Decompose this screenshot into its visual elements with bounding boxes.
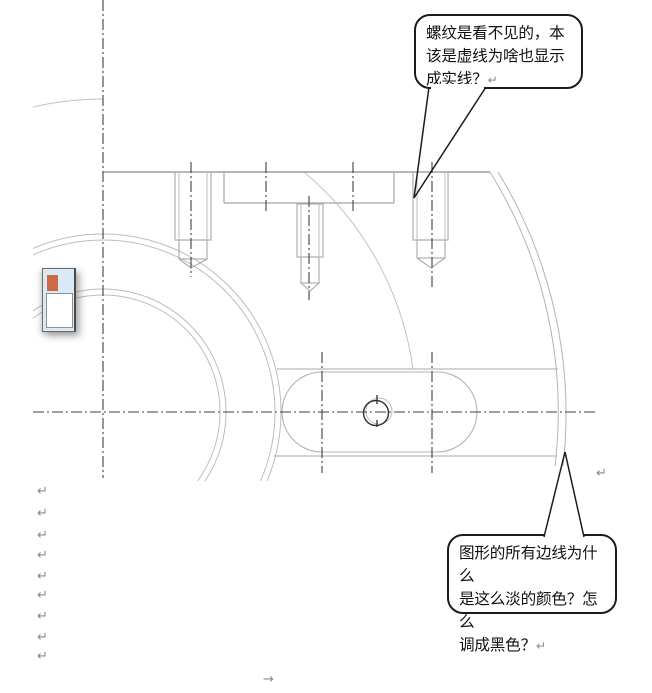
icon-accent-block [47,275,58,291]
paragraph-mark: ↵ [37,630,48,645]
callout-color-question[interactable]: 图形的所有边线为什么 是这么淡的颜色？怎么 调成黑色？↵ [447,534,617,654]
callout-thread-question[interactable]: 螺纹是看不见的，本 该是虚线为啥也显示 成实线？↵ [414,14,583,89]
return-mark: ↵ [535,639,547,653]
outer-edge-arc-pair [489,171,567,467]
tab-mark: → [263,672,274,687]
paragraph-mark: ↵ [37,649,48,664]
return-mark: ↵ [487,73,498,87]
callout-thread-text: 螺纹是看不见的，本 该是虚线为啥也显示 成实线？ [426,24,565,88]
paragraph-mark: ↵ [596,466,607,481]
callout-color-text: 图形的所有边线为什么 是这么淡的颜色？怎么 调成黑色？ [459,544,598,654]
paragraph-mark: ↵ [37,609,48,624]
bolt-right [412,171,449,269]
paragraph-mark: ↵ [37,548,48,563]
mount-block [223,173,395,204]
slot-outline [281,371,478,453]
paragraph-mark: ↵ [37,588,48,603]
floating-object-icon[interactable] [42,268,76,332]
paragraph-mark: ↵ [37,484,48,499]
bolt-left [174,171,212,269]
rib-band [274,368,558,457]
bolt-circle-arc [33,98,414,370]
bolt-center [296,203,324,292]
paragraph-mark: ↵ [37,569,48,584]
center-hole [362,395,393,427]
paragraph-mark: ↵ [37,506,48,521]
callout-thread-tail [413,86,487,199]
paragraph-mark: ↵ [37,528,48,543]
flange-circle-pair-inner [33,288,227,481]
callout-color-tail [543,451,585,538]
icon-paper-block [46,293,73,328]
